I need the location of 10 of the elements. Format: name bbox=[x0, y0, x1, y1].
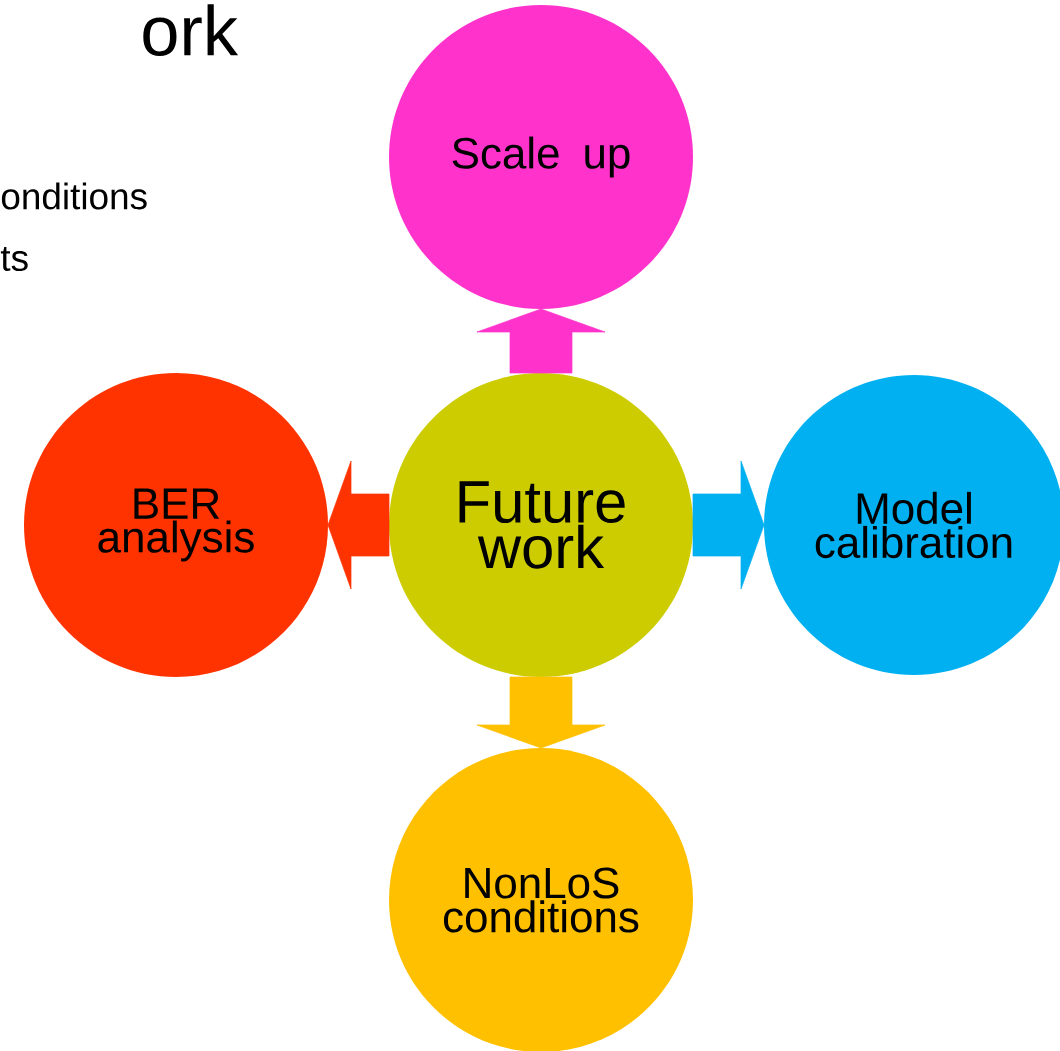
circle-node: Scale up bbox=[389, 5, 693, 309]
text-line: ts bbox=[0, 246, 28, 272]
block-arrow bbox=[327, 460, 390, 590]
block-arrow bbox=[476, 308, 606, 374]
block-arrow bbox=[692, 460, 765, 590]
circle-node: Future work bbox=[389, 373, 693, 677]
text-line: onditions bbox=[1, 182, 147, 210]
heading: ork bbox=[143, 4, 239, 56]
block-arrow bbox=[476, 676, 606, 749]
circle-node: BER analysis bbox=[24, 373, 328, 677]
